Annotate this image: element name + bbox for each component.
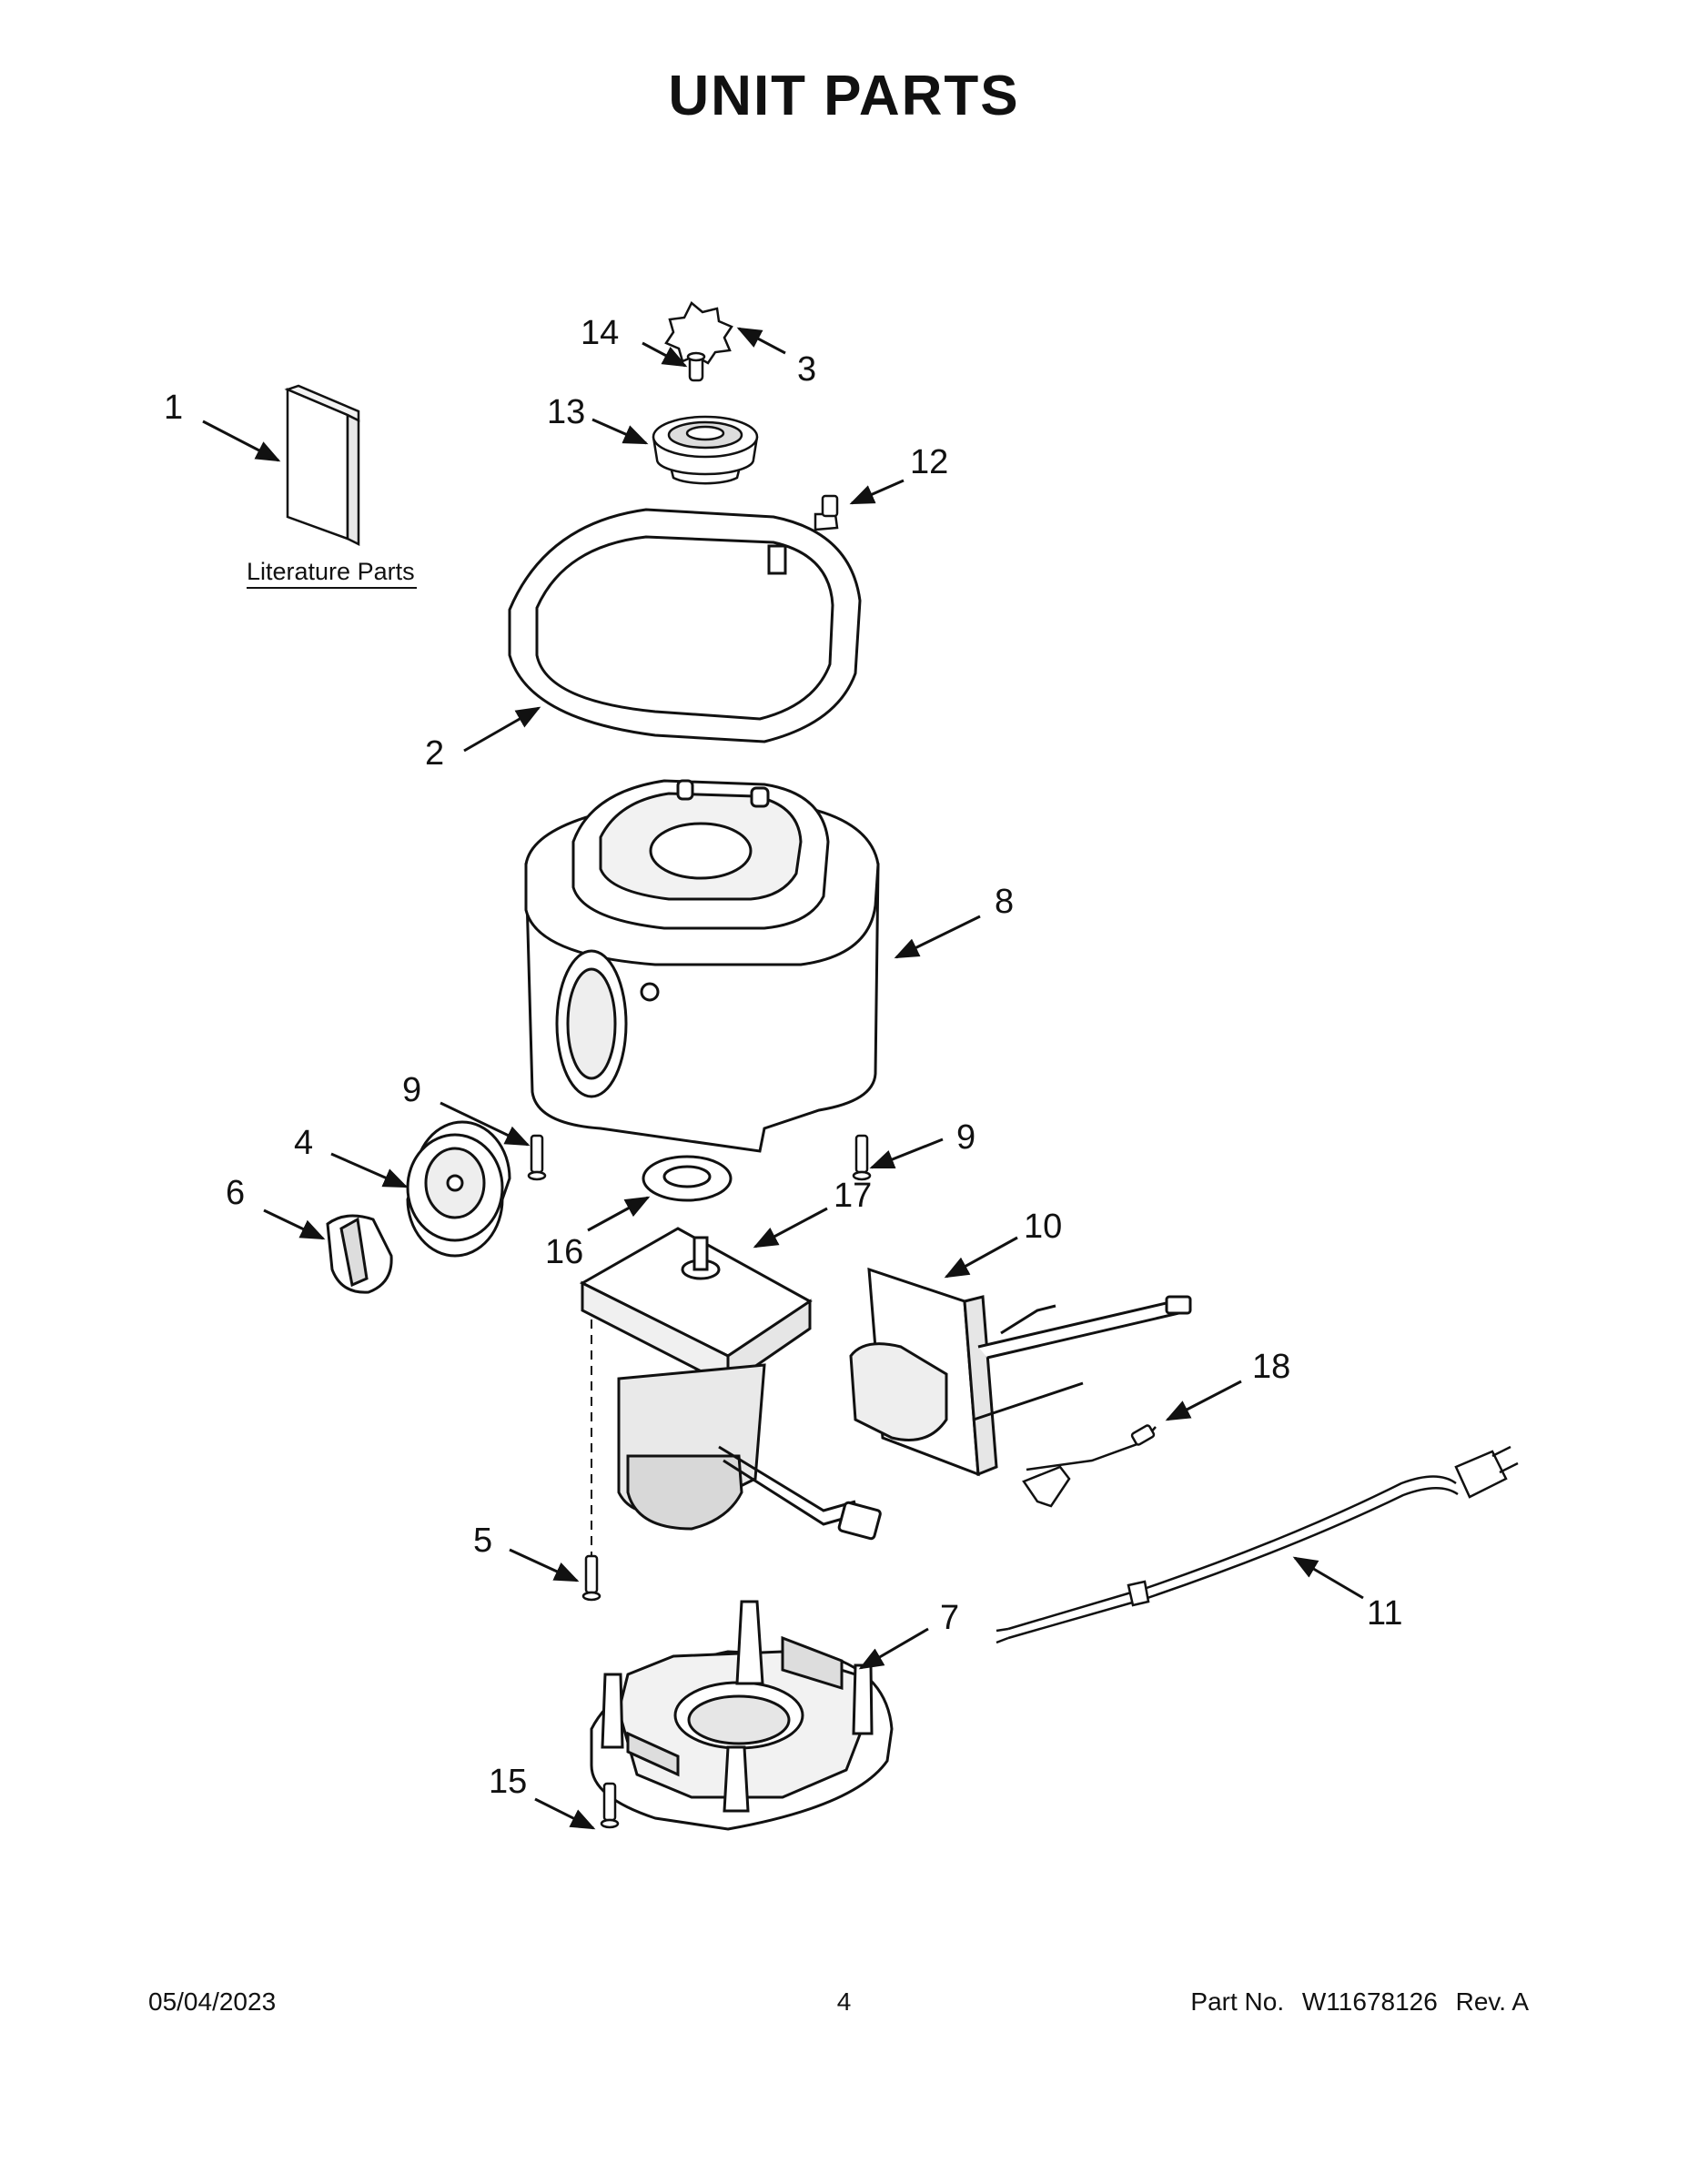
- callout-10: 10: [1024, 1208, 1062, 1246]
- arrow-8: [894, 915, 981, 959]
- gasket-part[interactable]: [642, 1155, 733, 1202]
- motor-part[interactable]: [579, 1227, 882, 1541]
- arrow-1: [202, 420, 281, 462]
- screw-part[interactable]: [814, 494, 839, 531]
- arrow-5: [509, 1548, 580, 1582]
- control-knob-part[interactable]: [326, 1214, 393, 1294]
- arrow-9a: [440, 1101, 531, 1147]
- arrow-11: [1292, 1556, 1364, 1600]
- pin-part[interactable]: [686, 351, 706, 382]
- foot-screw-left-part[interactable]: [527, 1134, 547, 1181]
- callout-2: 2: [425, 734, 444, 773]
- arrow-12: [849, 479, 905, 505]
- footer-revision: Rev. A: [1455, 1987, 1529, 2016]
- footer-part-label: Part No.: [1190, 1987, 1285, 2016]
- literature-booklet-part[interactable]: [284, 384, 360, 547]
- base-part[interactable]: [590, 1600, 894, 1831]
- callout-14: 14: [581, 314, 619, 352]
- arrow-15: [534, 1797, 596, 1830]
- callout-1: 1: [164, 389, 183, 427]
- callout-15: 15: [489, 1763, 527, 1801]
- arrow-13: [591, 418, 649, 445]
- arrow-9b: [869, 1138, 944, 1169]
- callout-7: 7: [940, 1599, 959, 1637]
- arrow-2: [463, 706, 541, 753]
- footer-date: 05/04/2023: [148, 1987, 277, 2016]
- callout-9-left: 9: [402, 1071, 421, 1109]
- knob-bezel-part[interactable]: [406, 1120, 511, 1258]
- callout-17: 17: [834, 1177, 872, 1215]
- footer-part-info: Part No. W11678126 Rev. A: [1190, 1987, 1529, 2017]
- arrow-14: [642, 341, 688, 368]
- callout-4: 4: [294, 1124, 313, 1162]
- base-screw-part[interactable]: [600, 1782, 620, 1829]
- arrow-6: [263, 1208, 326, 1240]
- control-board-part[interactable]: [849, 1267, 1192, 1477]
- arrow-7: [858, 1627, 929, 1670]
- sensor-wire-part[interactable]: [1022, 1424, 1157, 1508]
- callout-9-right: 9: [956, 1118, 975, 1157]
- arrow-4: [330, 1152, 409, 1188]
- arrow-16: [587, 1196, 651, 1232]
- arrow-17: [753, 1207, 828, 1249]
- arrow-18: [1165, 1380, 1242, 1421]
- motor-screw-part[interactable]: [581, 1554, 601, 1602]
- power-cord-part[interactable]: [996, 1445, 1519, 1644]
- callout-12: 12: [910, 443, 948, 481]
- trim-ring-part[interactable]: [508, 508, 862, 743]
- callout-16: 16: [545, 1233, 583, 1271]
- title-word-unit: UNIT: [668, 65, 808, 127]
- callout-3: 3: [797, 350, 816, 389]
- housing-part[interactable]: [524, 779, 880, 1153]
- callout-18: 18: [1252, 1348, 1290, 1386]
- callout-5: 5: [473, 1522, 492, 1560]
- leader-arrows: [202, 327, 1364, 1830]
- page-title: UNIT PARTS: [0, 64, 1688, 128]
- callout-13: 13: [547, 393, 585, 431]
- foot-screw-right-part[interactable]: [852, 1134, 872, 1181]
- literature-parts-label: Literature Parts: [247, 558, 415, 585]
- callout-11: 11: [1367, 1594, 1402, 1633]
- callout-8: 8: [995, 883, 1014, 921]
- arrow-3: [736, 327, 786, 355]
- drive-socket-part[interactable]: [652, 415, 759, 485]
- footer-page-number: 4: [836, 1987, 852, 2016]
- arrow-10: [944, 1236, 1018, 1279]
- callout-6: 6: [226, 1174, 245, 1212]
- footer-part-number: W11678126: [1301, 1987, 1438, 2016]
- title-word-parts: PARTS: [824, 65, 1020, 127]
